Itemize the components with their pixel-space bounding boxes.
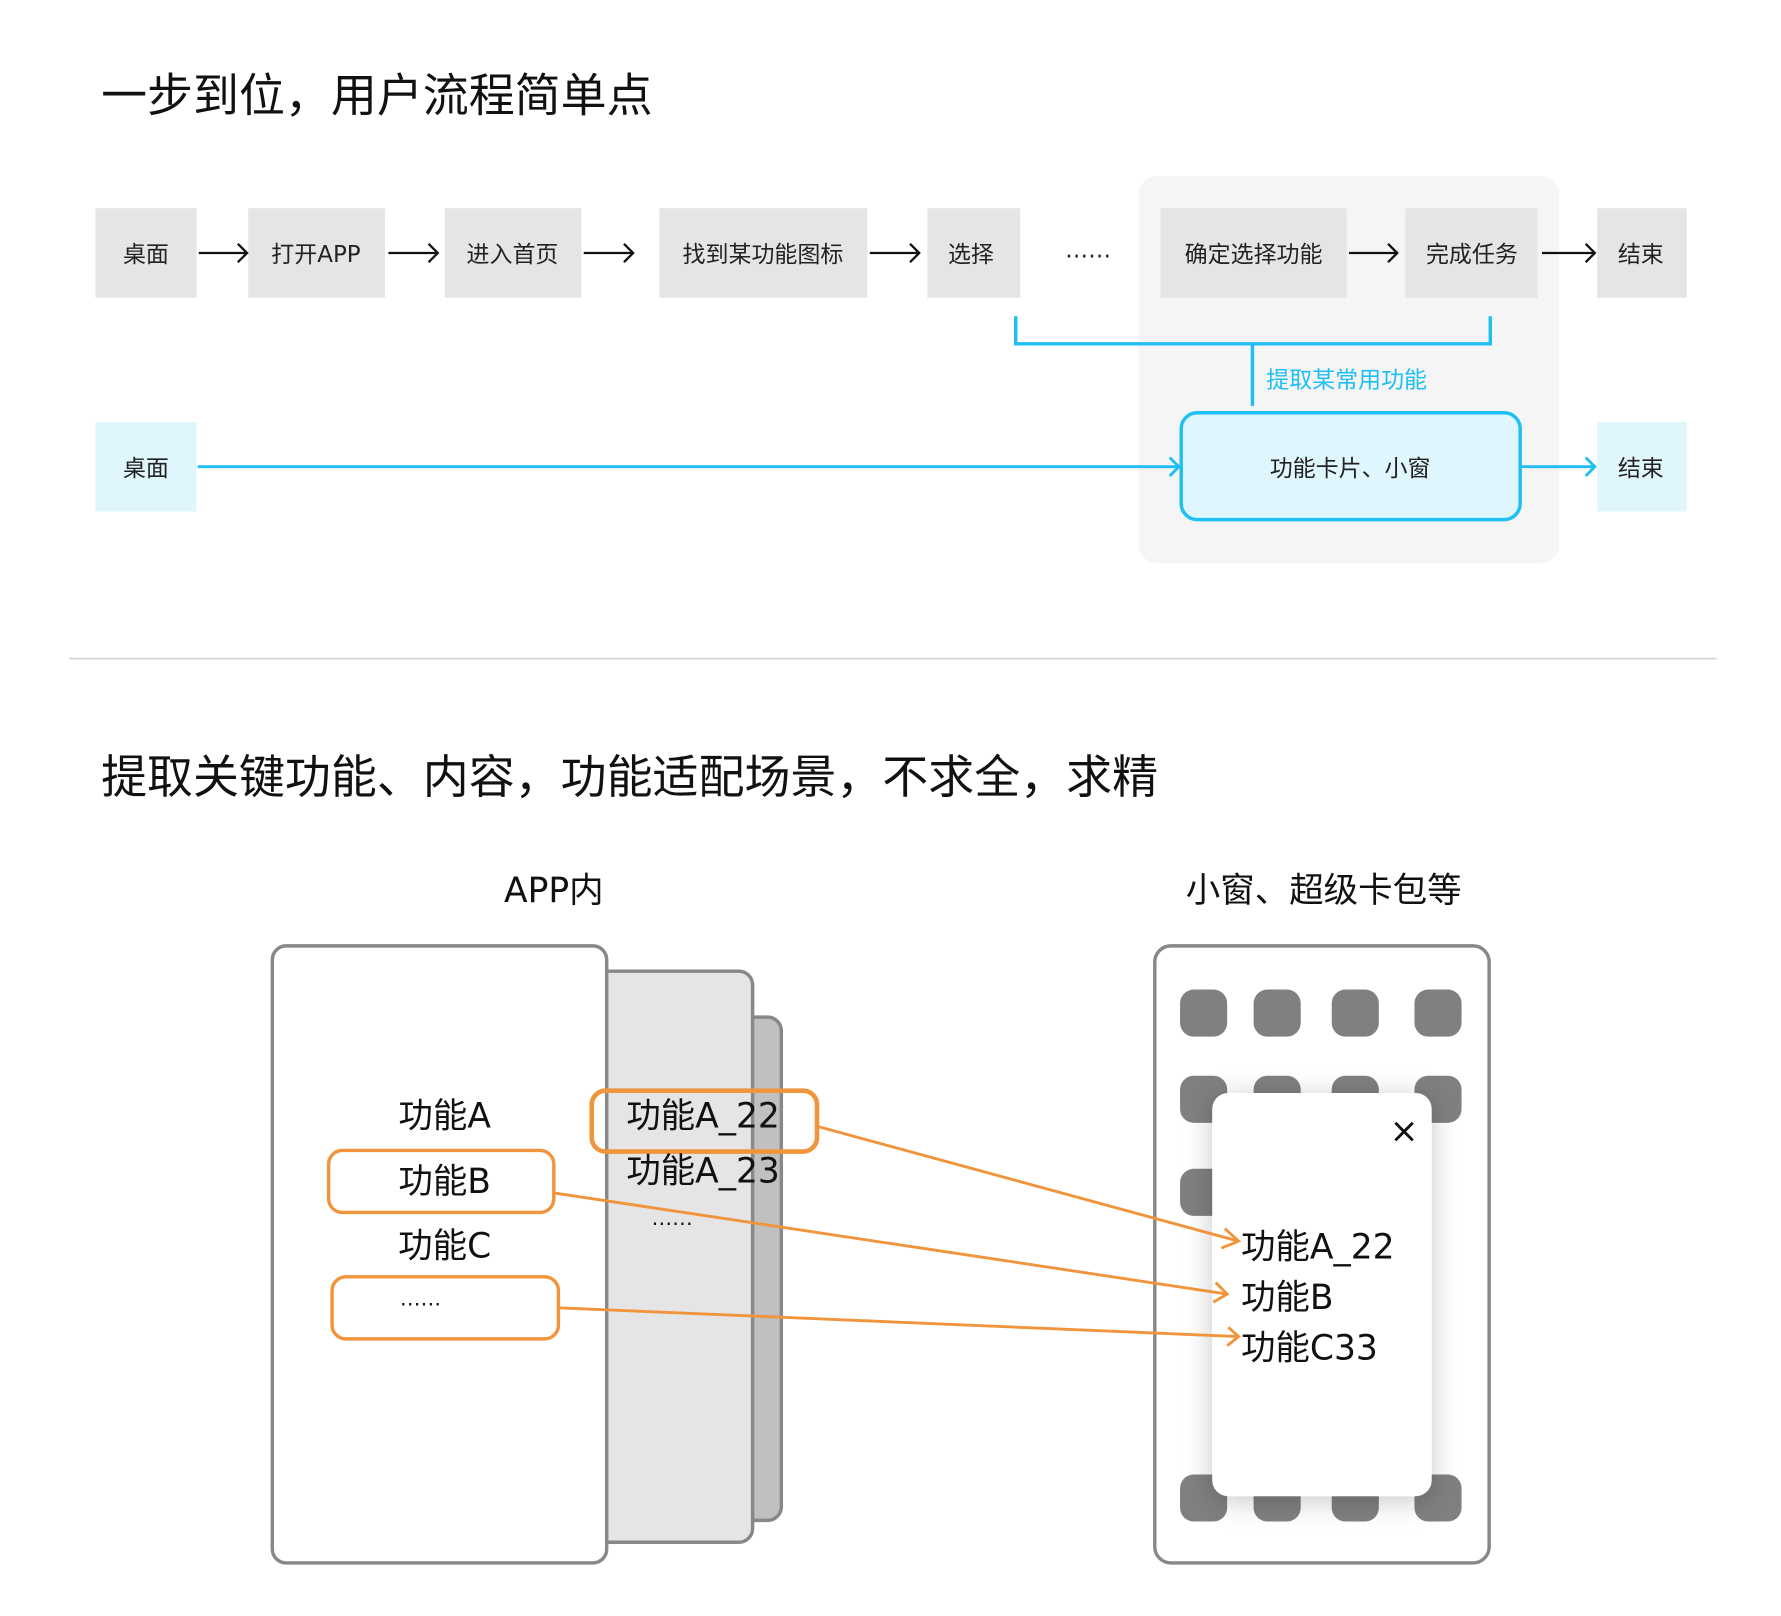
feature-card-label: 功能卡片、小窗 <box>1270 456 1431 482</box>
arrow-c <box>558 1306 1241 1347</box>
mapping-arrows <box>553 1124 1242 1347</box>
quick-end-label: 结束 <box>1618 456 1664 482</box>
step-label: 完成任务 <box>1426 242 1518 268</box>
app-label: APP内 <box>504 871 604 911</box>
step-label: 进入首页 <box>467 242 559 268</box>
app-pages: 功能A 功能B 功能C …… 功能A_22 功能A_23 …… <box>270 944 820 1565</box>
app-item-a: 功能A <box>398 1096 491 1136</box>
popup-window <box>1212 1092 1432 1497</box>
step-ellipsis: …… <box>1065 238 1111 264</box>
quick-start-box <box>95 421 197 512</box>
step-open-app: 打开APP <box>248 208 385 298</box>
app-item-b: 功能B <box>398 1162 491 1202</box>
arrow-a22 <box>816 1124 1242 1250</box>
quick-end-box <box>1597 421 1687 512</box>
step-home: 进入首页 <box>444 208 582 298</box>
section2-title: 提取关键功能、内容，功能适配场景，不求全，求精 <box>101 750 1158 804</box>
flow-row: 桌面 打开APP 进入首页 找到某功能图标 选择 …… 确定选择功能 完成任务 … <box>95 208 1687 298</box>
step-label: 确定选择功能 <box>1185 242 1323 268</box>
step-label: 桌面 <box>123 242 169 268</box>
step-label: 选择 <box>948 242 994 268</box>
app-item-more: …… <box>400 1287 441 1311</box>
widget-label: 小窗、超级卡包等 <box>1186 871 1462 911</box>
widget-phone: × 功能A_22 功能B 功能C33 <box>1153 944 1491 1565</box>
step-label: 找到某功能图标 <box>683 242 844 268</box>
step-find-icon: 找到某功能图标 <box>659 208 868 298</box>
highlight-box-a22 <box>589 1088 820 1154</box>
popup-item-b: 功能B <box>1241 1278 1334 1318</box>
step-end: 结束 <box>1597 208 1687 298</box>
popup-item-a22: 功能A_22 <box>1241 1227 1395 1267</box>
step-complete: 完成任务 <box>1405 208 1538 298</box>
step-label: 打开APP <box>271 242 361 268</box>
app-page-front <box>270 944 609 1565</box>
arrow-b <box>553 1191 1230 1304</box>
step-confirm: 确定选择功能 <box>1160 208 1347 298</box>
extract-label: 提取某常用功能 <box>1266 367 1427 393</box>
highlight-box-b <box>326 1148 556 1215</box>
quick-flow-row: 桌面 功能卡片、小窗 结束 <box>95 411 1687 522</box>
popup-item-c33: 功能C33 <box>1241 1329 1378 1369</box>
app-item-c: 功能C <box>398 1226 491 1266</box>
sub-item-a22: 功能A_22 <box>626 1096 780 1136</box>
quick-arrow-end <box>1521 456 1597 477</box>
step-select: 选择 <box>927 208 1021 298</box>
quick-arrow <box>197 456 1181 477</box>
section1-title: 一步到位，用户流程简单点 <box>101 69 652 123</box>
step-label: 结束 <box>1618 242 1664 268</box>
flow-arrows <box>198 243 1597 264</box>
step-desktop: 桌面 <box>95 208 197 298</box>
close-icon[interactable]: × <box>1390 1111 1419 1151</box>
quick-start-label: 桌面 <box>123 456 169 482</box>
extract-bracket: 提取某常用功能 <box>1014 316 1493 406</box>
sub-item-a23: 功能A_23 <box>626 1152 780 1192</box>
feature-card-box <box>1179 411 1522 522</box>
